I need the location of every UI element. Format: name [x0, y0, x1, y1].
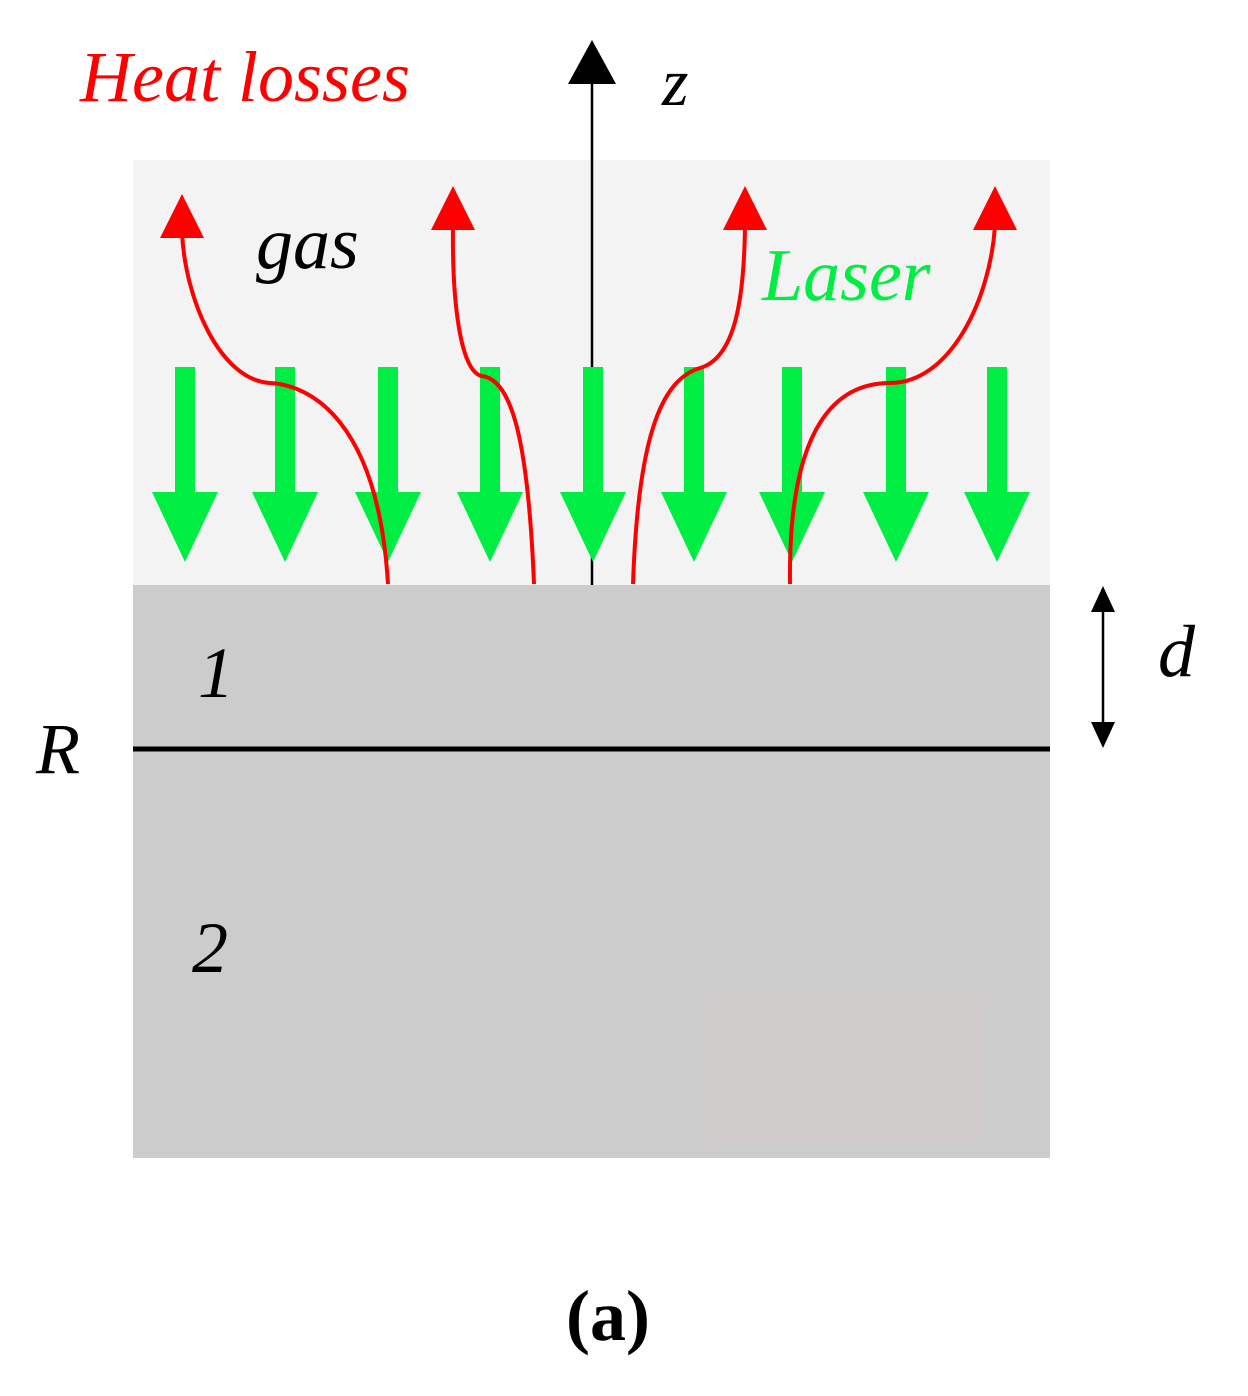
- heat-loss-arrow: [160, 194, 390, 585]
- laser-arrow: [355, 367, 421, 562]
- heat-losses-label: Heat losses: [79, 37, 410, 117]
- laser-arrow: [560, 367, 626, 562]
- gas-label: gas: [256, 203, 359, 285]
- thickness-label: d: [1158, 611, 1196, 693]
- laser-arrow: [661, 367, 727, 562]
- z-axis-label: z: [661, 44, 688, 120]
- laser-arrow: [863, 367, 929, 562]
- laser-arrow: [964, 367, 1030, 562]
- thickness-indicator: [1091, 586, 1115, 748]
- layer-1-label: 1: [198, 633, 234, 713]
- laser-label: Laser: [761, 235, 932, 317]
- layer-2-label: 2: [192, 908, 228, 988]
- laser-arrow: [457, 367, 523, 562]
- laser-arrows: [152, 367, 1030, 562]
- interface-label: R: [35, 709, 80, 789]
- heat-loss-arrow: [631, 186, 767, 585]
- heat-loss-arrow: [787, 186, 1017, 585]
- laser-arrow: [252, 367, 318, 562]
- panel-label: (a): [566, 1276, 650, 1356]
- faint-patch: [708, 993, 986, 1143]
- laser-arrow: [152, 367, 218, 562]
- heat-loss-arrows: [160, 186, 1017, 585]
- heat-loss-arrow: [431, 186, 536, 585]
